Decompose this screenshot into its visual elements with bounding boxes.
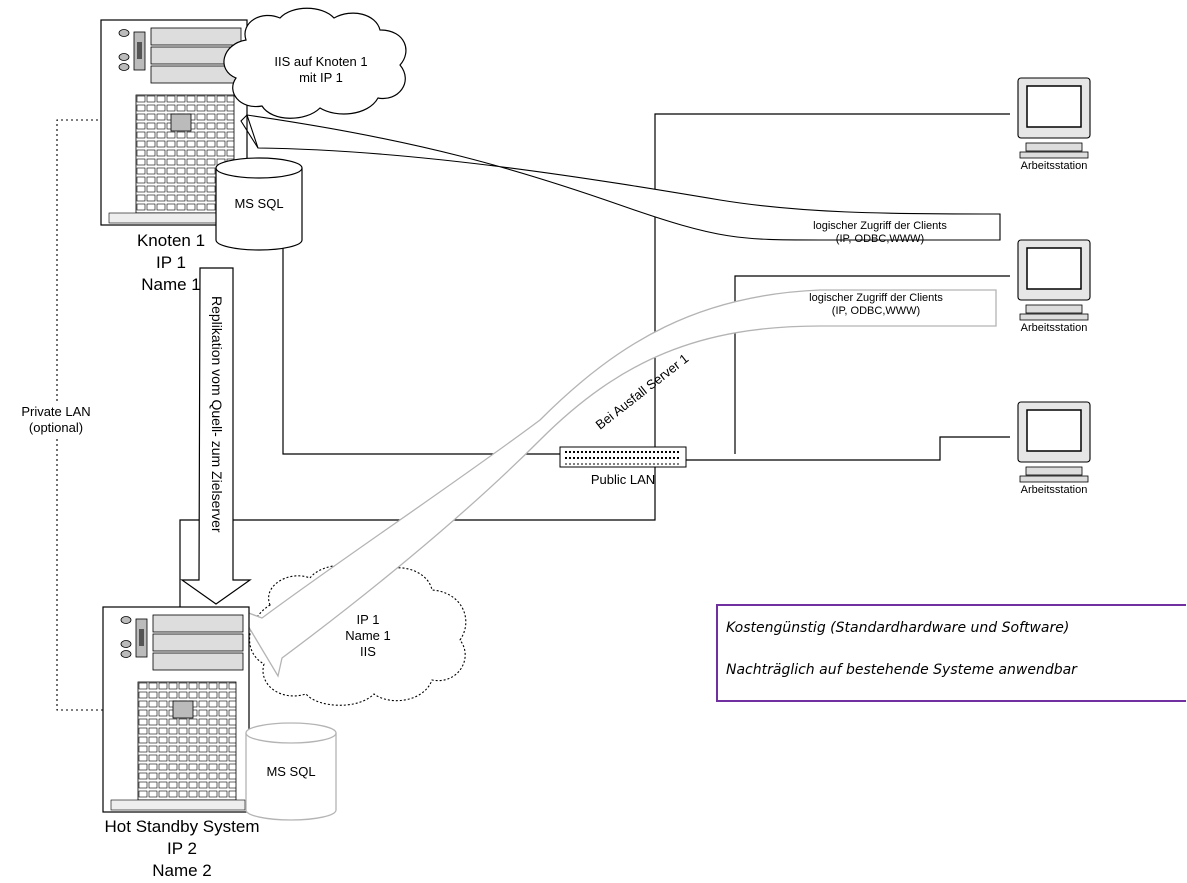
node1-db-label: MS SQL: [234, 196, 284, 211]
standby-name: Hot Standby System: [104, 817, 260, 836]
access-primary-line2: (IP, ODBC,WWW): [835, 233, 925, 246]
private-lan-line1: Private LAN: [21, 404, 91, 419]
workstation-2-icon: [1017, 239, 1091, 321]
standby-caption: Hot Standby System IP 2 Name 2: [72, 816, 292, 882]
replication-label: Replikation vom Quell- zum Zielserver: [209, 296, 225, 533]
logical-access-band-primary: [246, 114, 1001, 241]
workstation-2-label: Arbeitsstation: [1020, 322, 1088, 334]
private-lan-label: Private LAN (optional): [6, 404, 106, 436]
node1-ip: IP 1: [156, 253, 186, 272]
private-lan-line2: (optional): [28, 420, 84, 435]
public-lan-label: Public LAN: [590, 472, 656, 487]
access-failover-label: logischer Zugriff der Clients (IP, ODBC,…: [756, 292, 996, 318]
standby-db-label: MS SQL: [266, 764, 316, 779]
info-line-2: Nachträglich auf bestehende Systeme anwe…: [726, 662, 1077, 678]
access-primary-label: logischer Zugriff der Clients (IP, ODBC,…: [760, 220, 1000, 246]
access-failover-line2: (IP, ODBC,WWW): [831, 305, 921, 318]
info-line-1: Kostengünstig (Standardhardware und Soft…: [726, 620, 1070, 636]
standby-cloud-line1: IP 1: [356, 612, 380, 627]
failover-band: [236, 289, 997, 678]
standby-server-icon: [102, 606, 250, 813]
access-failover-line1: logischer Zugriff der Clients: [809, 292, 943, 304]
node1-mssql-icon: [215, 157, 303, 251]
node1-caption: Knoten 1 IP 1 Name 1: [96, 230, 246, 296]
standby-cloud-label: IP 1 Name 1 IIS: [328, 612, 408, 660]
node1-hostname: Name 1: [141, 275, 201, 294]
iis-cloud-icon: [223, 7, 407, 119]
standby-hostname: Name 2: [152, 861, 212, 880]
workstation-3-icon: [1017, 401, 1091, 483]
replication-arrow: [180, 267, 252, 605]
workstation-1-label: Arbeitsstation: [1020, 160, 1088, 172]
standby-ip: IP 2: [167, 839, 197, 858]
standby-cloud-line2: Name 1: [345, 628, 391, 643]
workstation-3-label: Arbeitsstation: [1020, 484, 1088, 496]
workstation-1-icon: [1017, 77, 1091, 159]
access-primary-line1: logischer Zugriff der Clients: [813, 220, 947, 232]
public-lan-switch-icon: [559, 446, 687, 468]
standby-mssql-icon: [245, 722, 337, 821]
node1-cloud-label: IIS auf Knoten 1 mit IP 1: [248, 54, 394, 86]
standby-cloud-line3: IIS: [360, 644, 376, 659]
info-box: Kostengünstig (Standardhardware und Soft…: [716, 604, 1186, 702]
node1-name: Knoten 1: [136, 231, 206, 250]
cloud-label-line-2: mit IP 1: [299, 70, 343, 85]
cloud-label-line-1: IIS auf Knoten 1: [274, 54, 368, 69]
